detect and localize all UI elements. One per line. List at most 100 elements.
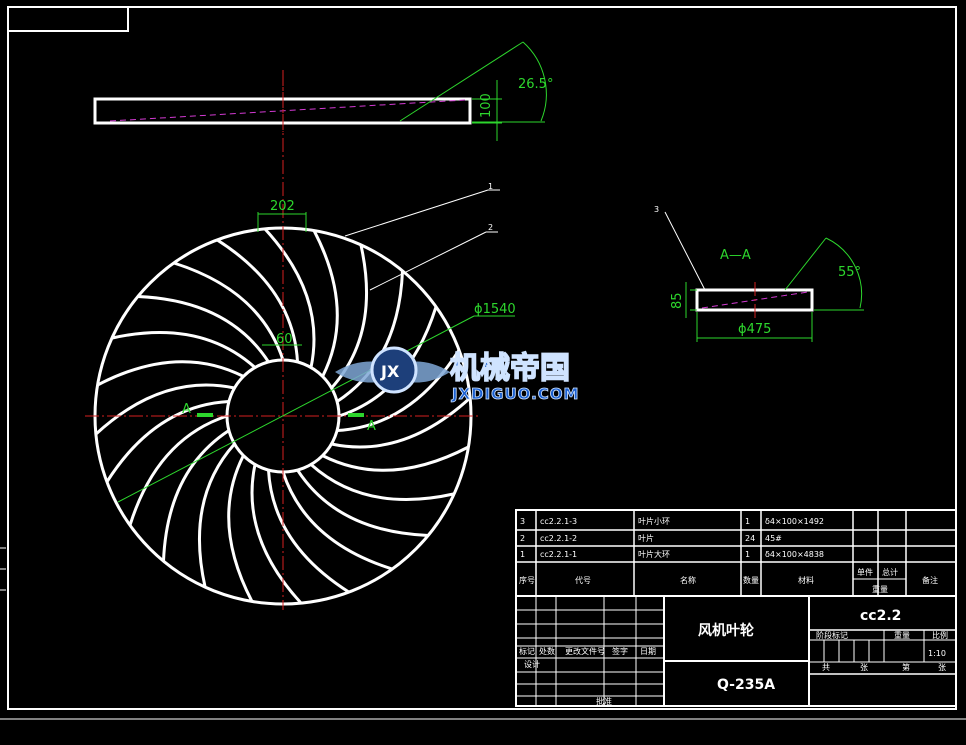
tb-label-date: 日期 <box>640 647 656 656</box>
tb-label-total: 共 <box>822 663 830 672</box>
tb-drawing-no: cc2.2 <box>860 608 901 624</box>
logo-chinese: 机械帝国 <box>450 351 570 386</box>
impeller-blade <box>309 463 455 502</box>
leader-2 <box>369 231 487 291</box>
section-label-left: A <box>182 402 191 417</box>
tb-label-approve: 批准 <box>596 696 612 706</box>
top-height-label: 100 <box>479 93 494 118</box>
impeller-blade <box>137 295 270 363</box>
pl-row1-code: cc2.2.1-3 <box>540 517 577 526</box>
section-mark-left <box>197 413 213 417</box>
watermark-logo: JX 机械帝国 JXDIGUO.COM <box>335 346 579 403</box>
pl-row1-name: 叶片小环 <box>638 516 670 526</box>
section-title: A—A <box>720 248 751 263</box>
pl-row1-qty: 1 <box>745 517 750 526</box>
tb-label-mark: 标记 <box>519 646 535 656</box>
revision-grid <box>516 596 664 706</box>
logo-url: JXDIGUO.COM <box>451 385 579 403</box>
impeller-blade <box>296 469 429 537</box>
logo-badge-text: JX <box>380 362 400 381</box>
impeller-blade <box>281 471 393 571</box>
title-block-frame <box>515 509 957 707</box>
pl-header-code: 代号 <box>575 575 591 585</box>
tb-label-changefile: 更改文件号 <box>565 646 605 656</box>
impeller-blade <box>267 470 350 594</box>
impeller-blade <box>337 349 461 432</box>
outer-diameter-label: ϕ1540 <box>474 302 516 317</box>
impeller-blade <box>250 464 303 605</box>
impeller-blade <box>321 445 470 472</box>
pl-row2-material: 45# <box>765 534 782 543</box>
pl-header-single: 单件 <box>857 567 873 577</box>
tb-label-sign: 签字 <box>612 646 628 656</box>
tb-label-number: 第 <box>902 662 910 672</box>
tb-label-count: 处数 <box>539 646 555 656</box>
impeller-blade <box>94 383 235 436</box>
pl-row1-material: δ4×100×1492 <box>765 517 824 526</box>
section-diameter-label: ϕ475 <box>738 322 771 337</box>
blade-gap-label: 60 <box>276 332 293 347</box>
corner-tag-box <box>8 7 129 32</box>
section-view: A—A 3 85 ϕ475 55° <box>654 205 864 342</box>
pl-header-no: 序号 <box>519 575 535 585</box>
pl-row2-name: 叶片 <box>638 533 654 543</box>
tb-material: Q-235A <box>717 677 775 693</box>
pl-row3-material: δ4×100×4838 <box>765 550 824 559</box>
impeller-blade <box>197 442 236 588</box>
impeller-blade <box>128 414 228 526</box>
hub-width-label: 202 <box>270 199 295 214</box>
pl-row3-name: 叶片大环 <box>638 549 670 559</box>
pl-header-weight: 重量 <box>872 584 888 594</box>
impeller-blade <box>227 454 254 603</box>
top-view: 26.5° 100 <box>93 41 553 141</box>
tb-label-weight: 重量 <box>894 630 910 640</box>
pl-header-name: 名称 <box>680 575 696 585</box>
leader-3-label: 3 <box>654 205 659 214</box>
pl-row2-code: cc2.2.1-2 <box>540 534 577 543</box>
impeller-blade <box>312 229 339 378</box>
logo-gear <box>370 346 418 394</box>
pl-header-remark: 备注 <box>922 575 938 585</box>
impeller-blade <box>263 227 316 368</box>
pl-row1-no: 3 <box>520 517 525 526</box>
section-angle-label: 55° <box>838 265 861 280</box>
tb-part-name: 风机叶轮 <box>698 622 754 639</box>
top-angle-line <box>399 41 524 122</box>
leader-1 <box>344 189 489 237</box>
tb-label-stage: 阶段标记 <box>816 630 848 640</box>
section-mark-right <box>348 413 364 417</box>
pl-row3-code: cc2.2.1-1 <box>540 550 577 559</box>
tb-label-sheet: 张 <box>860 663 868 672</box>
impeller-blade <box>105 400 229 483</box>
top-angle-arc <box>522 41 547 122</box>
diameter-line <box>117 315 475 503</box>
pl-header-total: 总计 <box>882 567 898 577</box>
pl-header-qty: 数量 <box>743 575 759 585</box>
section-angle-arc <box>825 237 863 309</box>
top-view-hatch <box>109 99 466 122</box>
top-angle-label: 26.5° <box>518 77 553 92</box>
section-label-right: A <box>367 419 376 434</box>
pl-row2-qty: 24 <box>745 534 755 543</box>
pl-row3-no: 1 <box>520 550 525 559</box>
impeller-blade <box>162 429 230 562</box>
tb-label-design: 设计 <box>524 659 540 669</box>
pl-row3-qty: 1 <box>745 550 750 559</box>
impeller-blade <box>331 396 472 449</box>
leader-1-label: 1 <box>488 182 493 191</box>
pl-header-material: 材料 <box>798 575 814 585</box>
drawing-border <box>7 6 957 710</box>
title-block: 3 cc2.2.1-3 叶片小环 1 δ4×100×1492 2 cc2.2.1… <box>515 509 957 707</box>
pl-row2-no: 2 <box>520 534 525 543</box>
impeller-blade <box>111 330 257 369</box>
tb-label-scale: 比例 <box>932 630 948 640</box>
tb-scale: 1:10 <box>928 649 946 658</box>
impeller-blade <box>96 360 245 387</box>
section-angle-line <box>784 237 827 291</box>
leader-3 <box>664 211 706 291</box>
impeller-view: 202 60 ϕ1540 1 2 A A <box>85 72 516 610</box>
tb-label-sheet-2: 张 <box>938 663 946 672</box>
leader-2-label: 2 <box>488 223 493 232</box>
section-height-label: 85 <box>670 292 685 309</box>
